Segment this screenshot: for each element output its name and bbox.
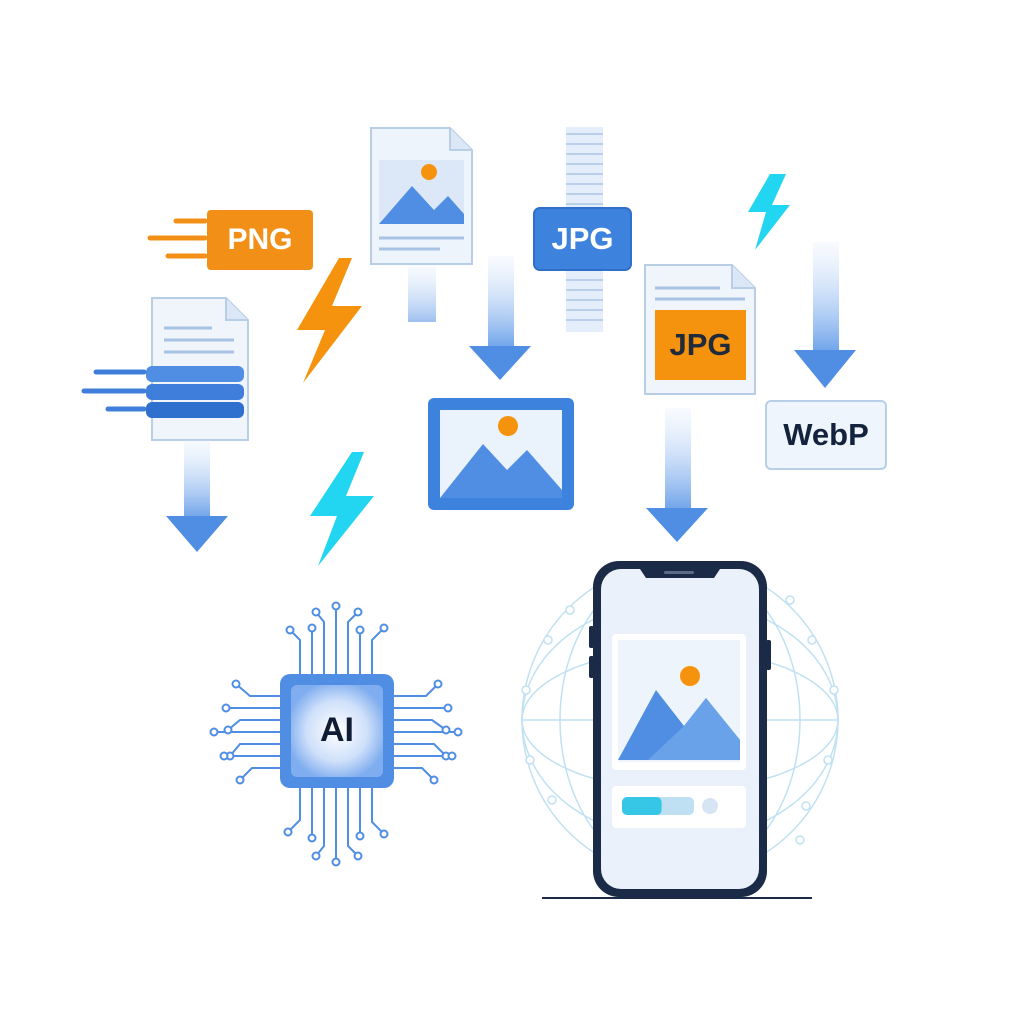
down-arrow-icon bbox=[469, 256, 531, 380]
image-file-icon bbox=[370, 127, 473, 322]
progress-bar bbox=[622, 797, 718, 815]
webp-format-label: WebP bbox=[765, 400, 887, 470]
lightning-icon bbox=[748, 174, 790, 250]
ai-chip-label: AI bbox=[320, 710, 354, 749]
smartphone-icon bbox=[542, 561, 812, 899]
jpg-format-label: JPG bbox=[533, 207, 632, 271]
down-arrow-icon bbox=[166, 440, 228, 552]
film-strip-icon bbox=[566, 127, 603, 332]
image-frame-icon bbox=[428, 398, 574, 510]
lightning-icon bbox=[297, 258, 362, 383]
down-arrow-icon bbox=[646, 408, 708, 542]
down-arrow-icon bbox=[794, 242, 856, 388]
progress-fill bbox=[622, 797, 662, 815]
progress-dot bbox=[702, 798, 718, 814]
png-speed-lines bbox=[147, 218, 208, 259]
lightning-icon bbox=[310, 452, 374, 566]
document-stack-icon bbox=[81, 297, 249, 441]
jpg-document-label: JPG bbox=[655, 310, 746, 380]
ai-chip-icon bbox=[209, 601, 463, 867]
png-format-label: PNG bbox=[207, 210, 313, 270]
